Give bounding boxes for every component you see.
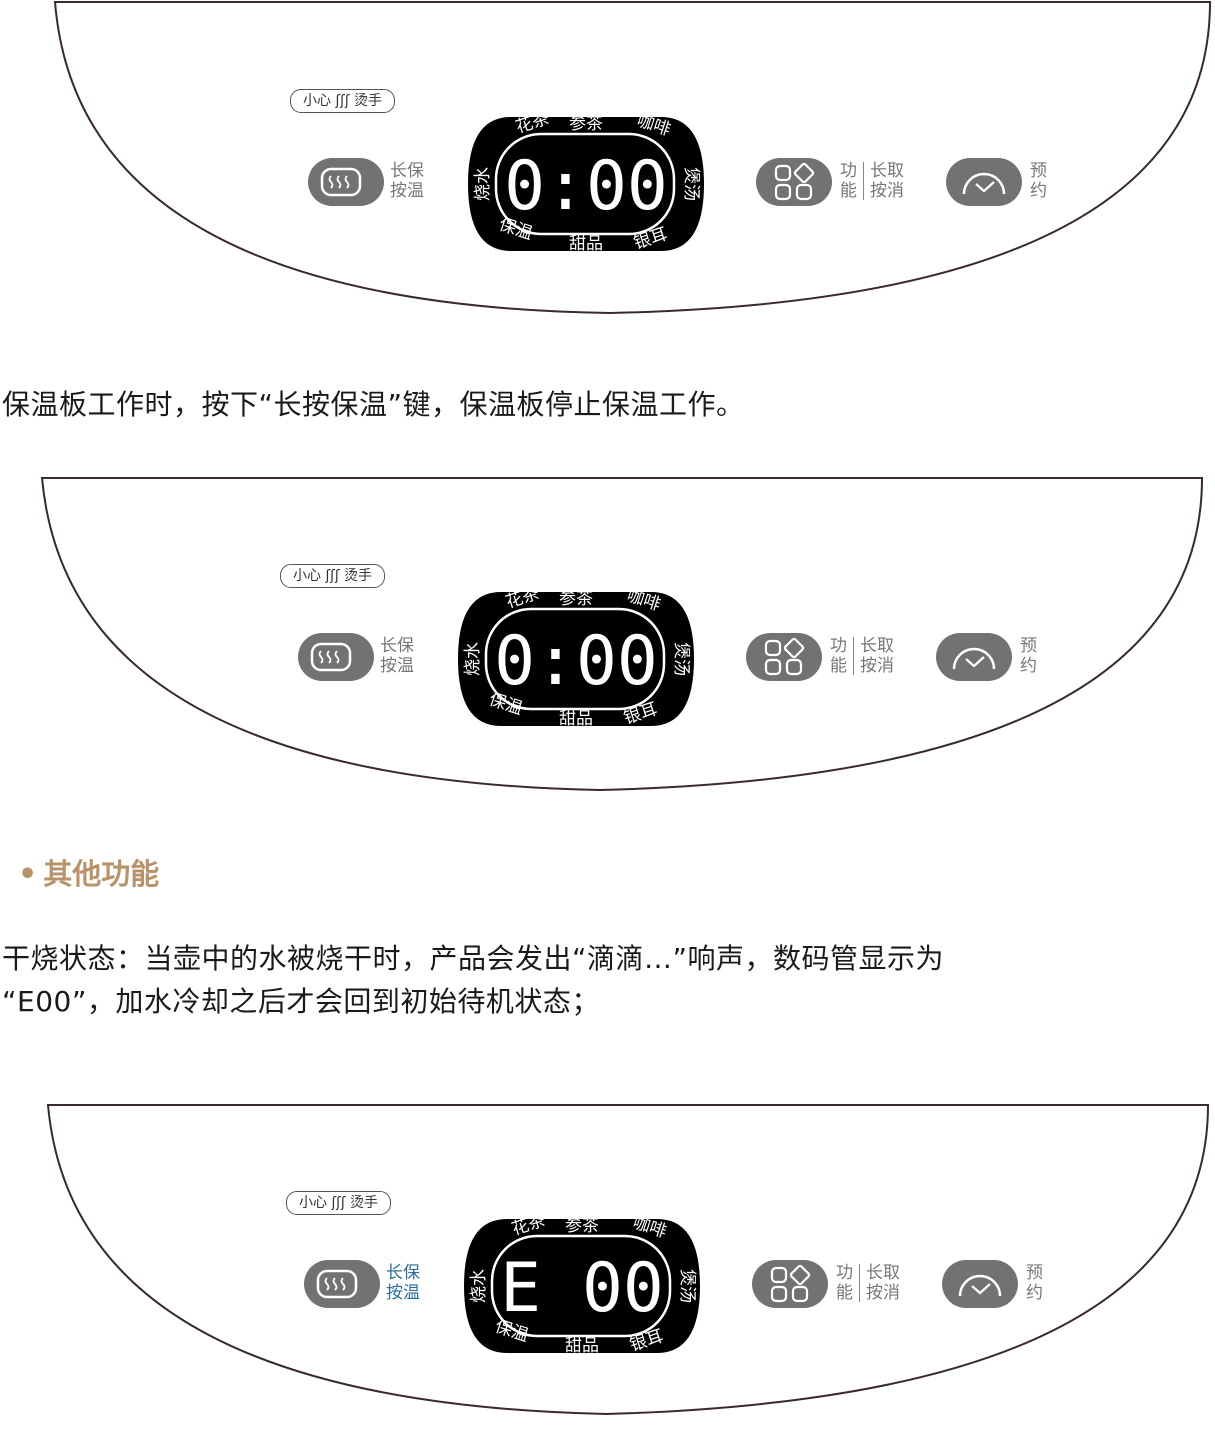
function-cancel-label: 功能 长取按消 [830,636,894,676]
keep-warm-button[interactable] [298,633,374,681]
lcd-display: 0:00 花茶 参茶 咖啡 烧水 煲汤 保温 甜品 银耳 [466,109,706,259]
mode-label: 烧水 [469,1269,489,1303]
display-digits: 0:00 [504,147,668,226]
reserve-button[interactable] [936,633,1012,681]
mode-label: 参茶 [569,114,603,134]
keep-warm-button[interactable] [304,1260,380,1308]
function-cancel-label: 功能 长取按消 [840,161,904,201]
hot-surface-warning: 小心 ʃʃʃ 烫手 [290,89,396,113]
paragraph-keep-warm: 保温板工作时，按下“长按保温”键，保温板停止保温工作。 [2,388,745,421]
keep-warm-label: 长保按温 [390,161,424,201]
control-panel-2: 小心 ʃʃʃ 烫手 长保按温 0:00 花茶 参茶 咖啡 烧水 煲汤 保温 甜品… [0,475,1215,805]
lcd-display: 0:00 花茶 参茶 咖啡 烧水 煲汤 保温 甜品 银耳 [456,584,696,734]
reserve-button[interactable] [946,158,1022,206]
mode-label: 烧水 [463,642,483,676]
section-heading: •其他功能 [18,857,160,892]
hot-surface-warning: 小心 ʃʃʃ 烫手 [280,564,386,588]
display-digits: E 00 [500,1249,664,1328]
cup-icon [310,642,352,672]
paragraph-dry-boil-line2: “E00”，加水冷却之后才会回到初始待机状态； [2,985,600,1018]
cup-icon [316,1269,358,1299]
mode-label: 煲汤 [671,642,691,676]
function-grid-icon [774,162,815,201]
clock-icon [962,172,1006,195]
lcd-display: E 00 花茶 参茶 咖啡 烧水 煲汤 保温 甜品 银耳 [462,1211,702,1361]
clock-icon [958,1274,1002,1297]
mode-label: 甜品 [565,1336,599,1356]
mode-label: 甜品 [559,709,593,729]
mode-label: 参茶 [559,589,593,609]
panel-outline [40,477,1204,792]
keep-warm-label: 长保按温 [380,636,414,676]
mode-label: 煲汤 [681,167,701,201]
function-button[interactable] [756,158,832,206]
panel-outline [53,1,1212,315]
function-cancel-label: 功能 长取按消 [836,1263,900,1303]
control-panel-1: 小心 ʃʃʃ 烫手 长保按温 0:00 花茶 参茶 咖啡 烧水 煲汤 保温 甜品… [0,0,1215,330]
function-button[interactable] [752,1260,828,1308]
reserve-label: 预约 [1026,1263,1043,1303]
hot-surface-warning: 小心 ʃʃʃ 烫手 [286,1191,392,1215]
control-panel-3: 小心 ʃʃʃ 烫手 长保按温 E 00 花茶 参茶 咖啡 烧水 煲汤 保温 甜品… [0,1102,1215,1432]
paragraph-dry-boil-line1: 干烧状态：当壶中的水被烧干时，产品会发出“滴滴…”响声，数码管显示为 [2,942,945,975]
reserve-button[interactable] [942,1260,1018,1308]
keep-warm-label: 长保按温 [386,1263,420,1303]
mode-label: 烧水 [473,167,493,201]
function-grid-icon [764,637,805,676]
mode-label: 参茶 [565,1216,599,1236]
clock-icon [952,647,996,670]
keep-warm-button[interactable] [308,158,384,206]
mode-label: 煲汤 [677,1269,697,1303]
cup-icon [320,167,362,197]
function-grid-icon [770,1264,811,1303]
reserve-label: 预约 [1020,636,1037,676]
display-digits: 0:00 [494,622,658,701]
panel-outline [46,1104,1210,1416]
mode-label: 甜品 [569,234,603,254]
function-button[interactable] [746,633,822,681]
reserve-label: 预约 [1030,161,1047,201]
